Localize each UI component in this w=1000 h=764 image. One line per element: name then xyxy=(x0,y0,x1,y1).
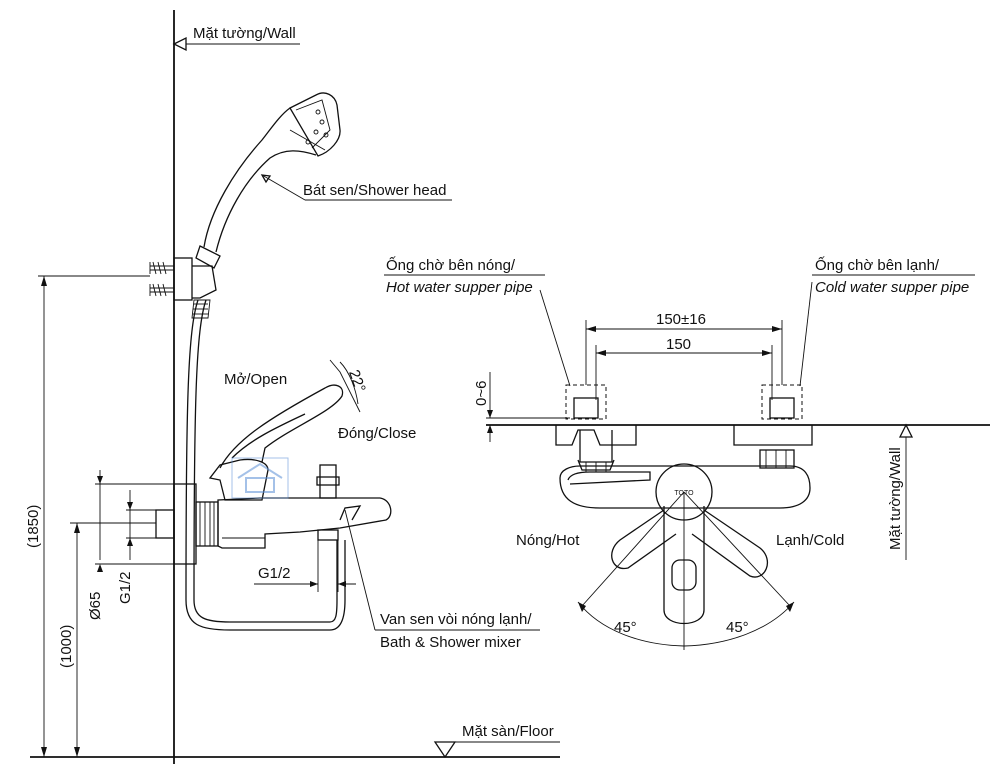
cold-pipe-label-en: Cold water supper pipe xyxy=(815,279,969,296)
wall-top-label: Mặt tường/Wall xyxy=(193,25,296,42)
angle-left-label: 45° xyxy=(614,619,637,636)
mixer-top-view: TOTO xyxy=(559,463,811,624)
wall-arrow-icon xyxy=(172,36,187,52)
spacing-tolerance-label: 150±16 xyxy=(656,311,706,328)
outlet-thread-label: G1/2 xyxy=(258,565,291,582)
diameter-label: Ø65 xyxy=(87,592,104,620)
cold-pipe-label-vi: Ống chờ bên lạnh/ xyxy=(815,256,940,274)
mixer-label-line2: Bath & Shower mixer xyxy=(380,634,521,651)
offset-label: 0~6 xyxy=(473,381,490,406)
height-total-label: (1850) xyxy=(25,505,42,548)
bath-shower-mixer xyxy=(173,384,392,565)
watermark-logo xyxy=(231,457,289,499)
close-label: Đóng/Close xyxy=(338,425,416,442)
shower-head xyxy=(149,92,346,631)
angle-right-label: 45° xyxy=(726,619,749,636)
height-mixer-label: (1000) xyxy=(58,625,75,668)
top-view: Mặt tường/Wall 0~6 xyxy=(384,256,990,650)
floor-arrow-icon xyxy=(433,741,457,759)
floor-label: Mặt sàn/Floor xyxy=(462,723,554,740)
open-label: Mở/Open xyxy=(224,371,287,388)
spacing-label: 150 xyxy=(666,336,691,353)
wall-side-label: Mặt tường/Wall xyxy=(887,447,904,550)
cold-supply-pipe xyxy=(733,384,813,469)
hot-label: Nóng/Hot xyxy=(516,532,580,549)
side-view: Mặt tường/Wall Mặt sàn/Floor xyxy=(25,10,560,764)
inlet-thread-label: G1/2 xyxy=(117,571,134,604)
lever-angle-label: 22° xyxy=(345,368,369,395)
wall-side-arrow-icon xyxy=(898,423,914,438)
hot-supply-pipe xyxy=(555,384,637,472)
shower-head-label: Bát sen/Shower head xyxy=(303,182,446,199)
mixer-label-line1: Van sen vòi nóng lạnh/ xyxy=(380,611,532,628)
hot-pipe-label-vi: Ống chờ bên nóng/ xyxy=(386,256,516,274)
hot-pipe-label-en: Hot water supper pipe xyxy=(386,279,533,296)
cold-label: Lạnh/Cold xyxy=(776,532,844,549)
